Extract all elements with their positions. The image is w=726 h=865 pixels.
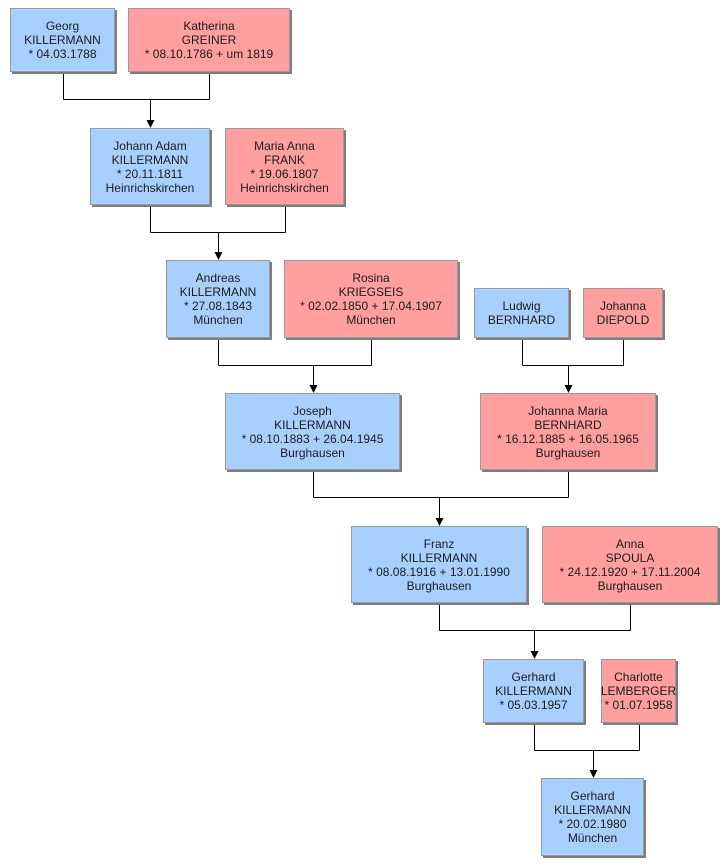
person-text: DIEPOLD [596, 313, 650, 327]
person-text: * 01.07.1958 [604, 698, 673, 712]
person-text: KILLERMANN [495, 684, 572, 698]
person-text: Gerhard [570, 789, 615, 803]
person-text: Rosina [352, 271, 390, 285]
person-text: KILLERMANN [111, 152, 189, 167]
person-text: * 08.10.1883 + 26.04.1945 [241, 431, 384, 446]
person-text: KILLERMANN [274, 417, 351, 432]
person-text: KRIEGSEIS [338, 285, 404, 299]
person-text: GREINER [181, 33, 237, 47]
person-text: München [346, 313, 396, 327]
person-text: BERNHARD [534, 417, 602, 432]
person-text: BERNHARD [487, 313, 556, 327]
person-text: Katherina [183, 19, 235, 33]
person-text: * 04.03.1788 [28, 47, 97, 61]
person-text: * 27.08.1843 [183, 299, 253, 313]
person-text: LEMBERGER [600, 684, 677, 698]
person-text: KILLERMANN [400, 550, 478, 565]
person-text: SPOULA [605, 550, 655, 565]
person-text: Burghausen [597, 578, 663, 593]
person-text: Anna [615, 536, 645, 551]
person-text: Charlotte [614, 670, 663, 684]
person-text: FRANK [264, 152, 305, 167]
person-text: Franz [423, 536, 455, 551]
person-text: Andreas [195, 271, 241, 285]
person-text: Johanna Maria [528, 403, 608, 418]
person-text: Ludwig [502, 299, 541, 313]
person-text: Burghausen [406, 578, 472, 593]
person-text: * 08.10.1786 + um 1819 [144, 47, 274, 61]
person-text: * 08.08.1916 + 13.01.1990 [368, 564, 510, 579]
person-text: * 05.03.1957 [499, 698, 568, 712]
person-text: KILLERMANN [179, 285, 257, 299]
person-text: Johann Adam [113, 138, 187, 153]
person-text: * 24.12.1920 + 17.11.2004 [559, 564, 701, 579]
person-text: Georg [45, 19, 80, 33]
person-text: Maria Anna [254, 138, 315, 153]
person-text: München [567, 831, 618, 845]
person-text: Johanna [599, 299, 647, 313]
person-text: * 19.06.1807 [250, 166, 319, 181]
person-text: Joseph [293, 403, 332, 418]
person-text: Burghausen [535, 445, 601, 460]
person-text: Gerhard [511, 670, 556, 684]
person-text: München [193, 313, 243, 327]
person-text: KILLERMANN [554, 803, 631, 817]
person-text: * 20.11.1811 [116, 166, 184, 181]
person-text: * 16.12.1885 + 16.05.1965 [497, 431, 639, 446]
person-text: Heinrichskirchen [105, 180, 195, 195]
person-text: KILLERMANN [24, 33, 101, 47]
person-text: Burghausen [280, 445, 345, 460]
person-text: Heinrichskirchen [240, 180, 329, 195]
person-text: * 20.02.1980 [558, 817, 627, 831]
person-text: * 02.02.1850 + 17.04.1907 [300, 299, 442, 313]
